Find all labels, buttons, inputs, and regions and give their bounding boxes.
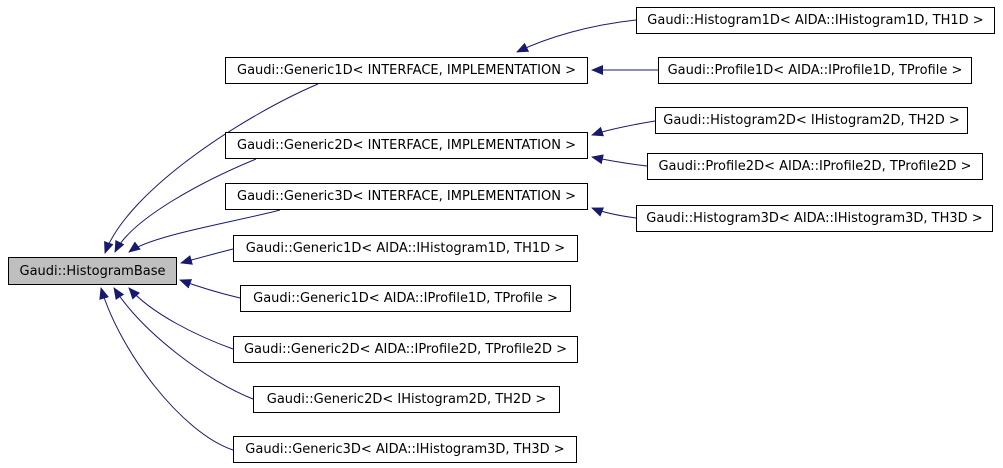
node-gaudi-histogrambase: Gaudi::HistogramBase bbox=[8, 257, 177, 285]
node-generic2d-interface-implementation[interactable]: Gaudi::Generic2D< INTERFACE, IMPLEMENTAT… bbox=[225, 132, 588, 159]
node-generic1d-iprofile1d-tprofile[interactable]: Gaudi::Generic1D< AIDA::IProfile1D, TPro… bbox=[240, 285, 571, 312]
arrow-generic2d-prof-to-base bbox=[128, 287, 234, 350]
node-generic2d-iprofile2d-tprofile2d[interactable]: Gaudi::Generic2D< AIDA::IProfile2D, TPro… bbox=[233, 336, 578, 363]
node-histogram2d[interactable]: Gaudi::Histogram2D< IHistogram2D, TH2D > bbox=[655, 107, 968, 134]
arrow-generic2d-hist-to-base bbox=[113, 287, 254, 400]
node-profile1d[interactable]: Gaudi::Profile1D< AIDA::IProfile1D, TPro… bbox=[658, 57, 972, 84]
node-generic3d-interface-implementation[interactable]: Gaudi::Generic3D< INTERFACE, IMPLEMENTAT… bbox=[225, 183, 588, 210]
node-generic2d-ihistogram2d-th2d[interactable]: Gaudi::Generic2D< IHistogram2D, TH2D > bbox=[253, 386, 560, 413]
arrow-generic1d-ii-to-base bbox=[104, 83, 319, 254]
node-histogram3d[interactable]: Gaudi::Histogram3D< AIDA::IHistogram3D, … bbox=[636, 205, 993, 232]
arrow-histogram1d-to-generic1d bbox=[516, 19, 637, 53]
node-profile2d[interactable]: Gaudi::Profile2D< AIDA::IProfile2D, TPro… bbox=[647, 153, 983, 180]
node-generic3d-ihistogram3d-th3d[interactable]: Gaudi::Generic3D< AIDA::IHistogram3D, TH… bbox=[233, 436, 577, 463]
arrow-generic3d-hist-to-base bbox=[99, 287, 234, 451]
arrow-generic3d-ii-to-base bbox=[128, 209, 281, 253]
arrow-generic1d-prof-to-base bbox=[179, 279, 241, 299]
arrow-histogram2d-to-generic2d bbox=[591, 120, 656, 137]
arrow-histogram3d-to-generic3d bbox=[591, 207, 637, 219]
arrow-profile2d-to-generic2d bbox=[591, 154, 648, 167]
node-generic1d-ihistogram1d-th1d[interactable]: Gaudi::Generic1D< AIDA::IHistogram1D, TH… bbox=[233, 235, 578, 262]
arrow-generic1d-hist-to-base bbox=[180, 248, 234, 265]
node-histogram1d[interactable]: Gaudi::Histogram1D< AIDA::IHistogram1D, … bbox=[636, 7, 995, 34]
arrow-generic2d-ii-to-base bbox=[114, 158, 257, 253]
node-generic1d-interface-implementation[interactable]: Gaudi::Generic1D< INTERFACE, IMPLEMENTAT… bbox=[225, 57, 588, 84]
